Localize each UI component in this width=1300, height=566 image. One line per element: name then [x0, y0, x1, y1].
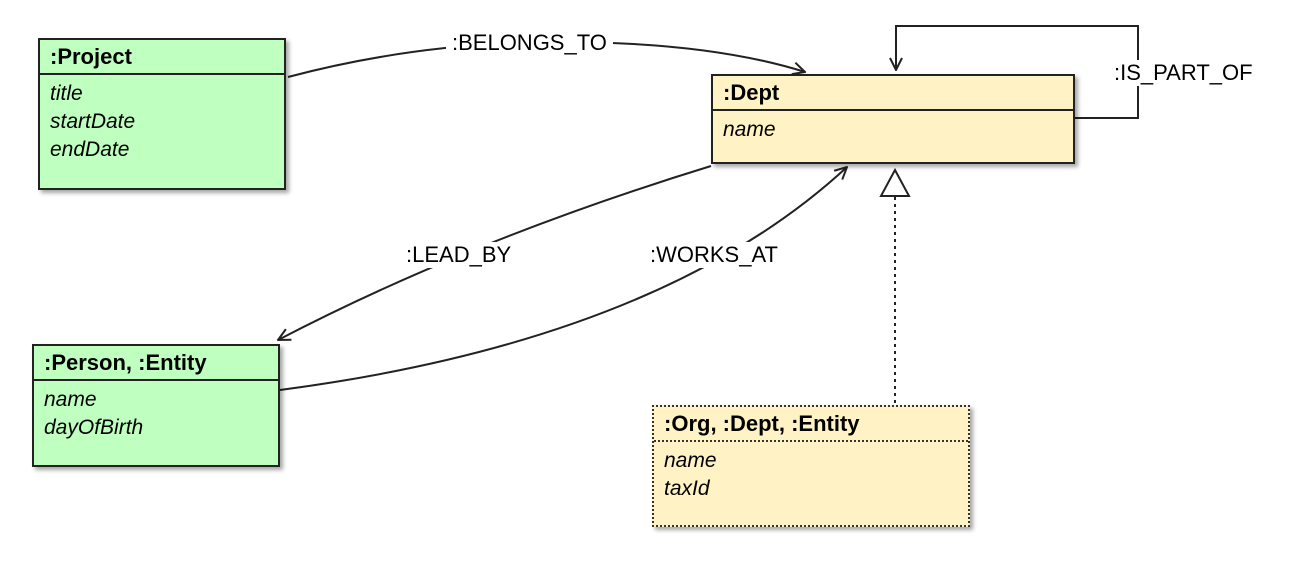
attribute: title: [50, 82, 83, 105]
attribute: name: [44, 388, 97, 411]
is-part-of-label: :IS_PART_OF: [1108, 60, 1259, 86]
works-at-edge: [279, 167, 847, 391]
node-title: :Project: [40, 40, 284, 75]
generalization-triangle: [879, 167, 911, 197]
dept-node[interactable]: :Dept name: [711, 74, 1075, 164]
node-title: :Org, :Dept, :Entity: [654, 407, 968, 442]
org-node[interactable]: :Org, :Dept, :Entity name taxId: [652, 405, 970, 527]
attribute: name: [723, 118, 776, 141]
is-part-of-edge: [896, 25, 1139, 119]
node-attributes: name: [713, 111, 1073, 149]
attribute: startDate: [50, 110, 136, 133]
node-attributes: name dayOfBirth: [34, 381, 278, 447]
node-attributes: title startDate endDate: [40, 75, 284, 169]
person-node[interactable]: :Person, :Entity name dayOfBirth: [32, 344, 280, 467]
works-at-label: :WORKS_AT: [644, 242, 784, 268]
attribute: dayOfBirth: [44, 416, 144, 439]
attribute: name: [664, 449, 717, 472]
project-node[interactable]: :Project title startDate endDate: [38, 38, 286, 190]
node-attributes: name taxId: [654, 442, 968, 508]
node-title: :Dept: [713, 76, 1073, 111]
node-title: :Person, :Entity: [34, 346, 278, 381]
attribute: taxId: [664, 477, 710, 500]
belongs-to-label: :BELONGS_TO: [446, 30, 613, 56]
lead-by-label: :LEAD_BY: [400, 242, 518, 268]
attribute: endDate: [50, 138, 130, 161]
